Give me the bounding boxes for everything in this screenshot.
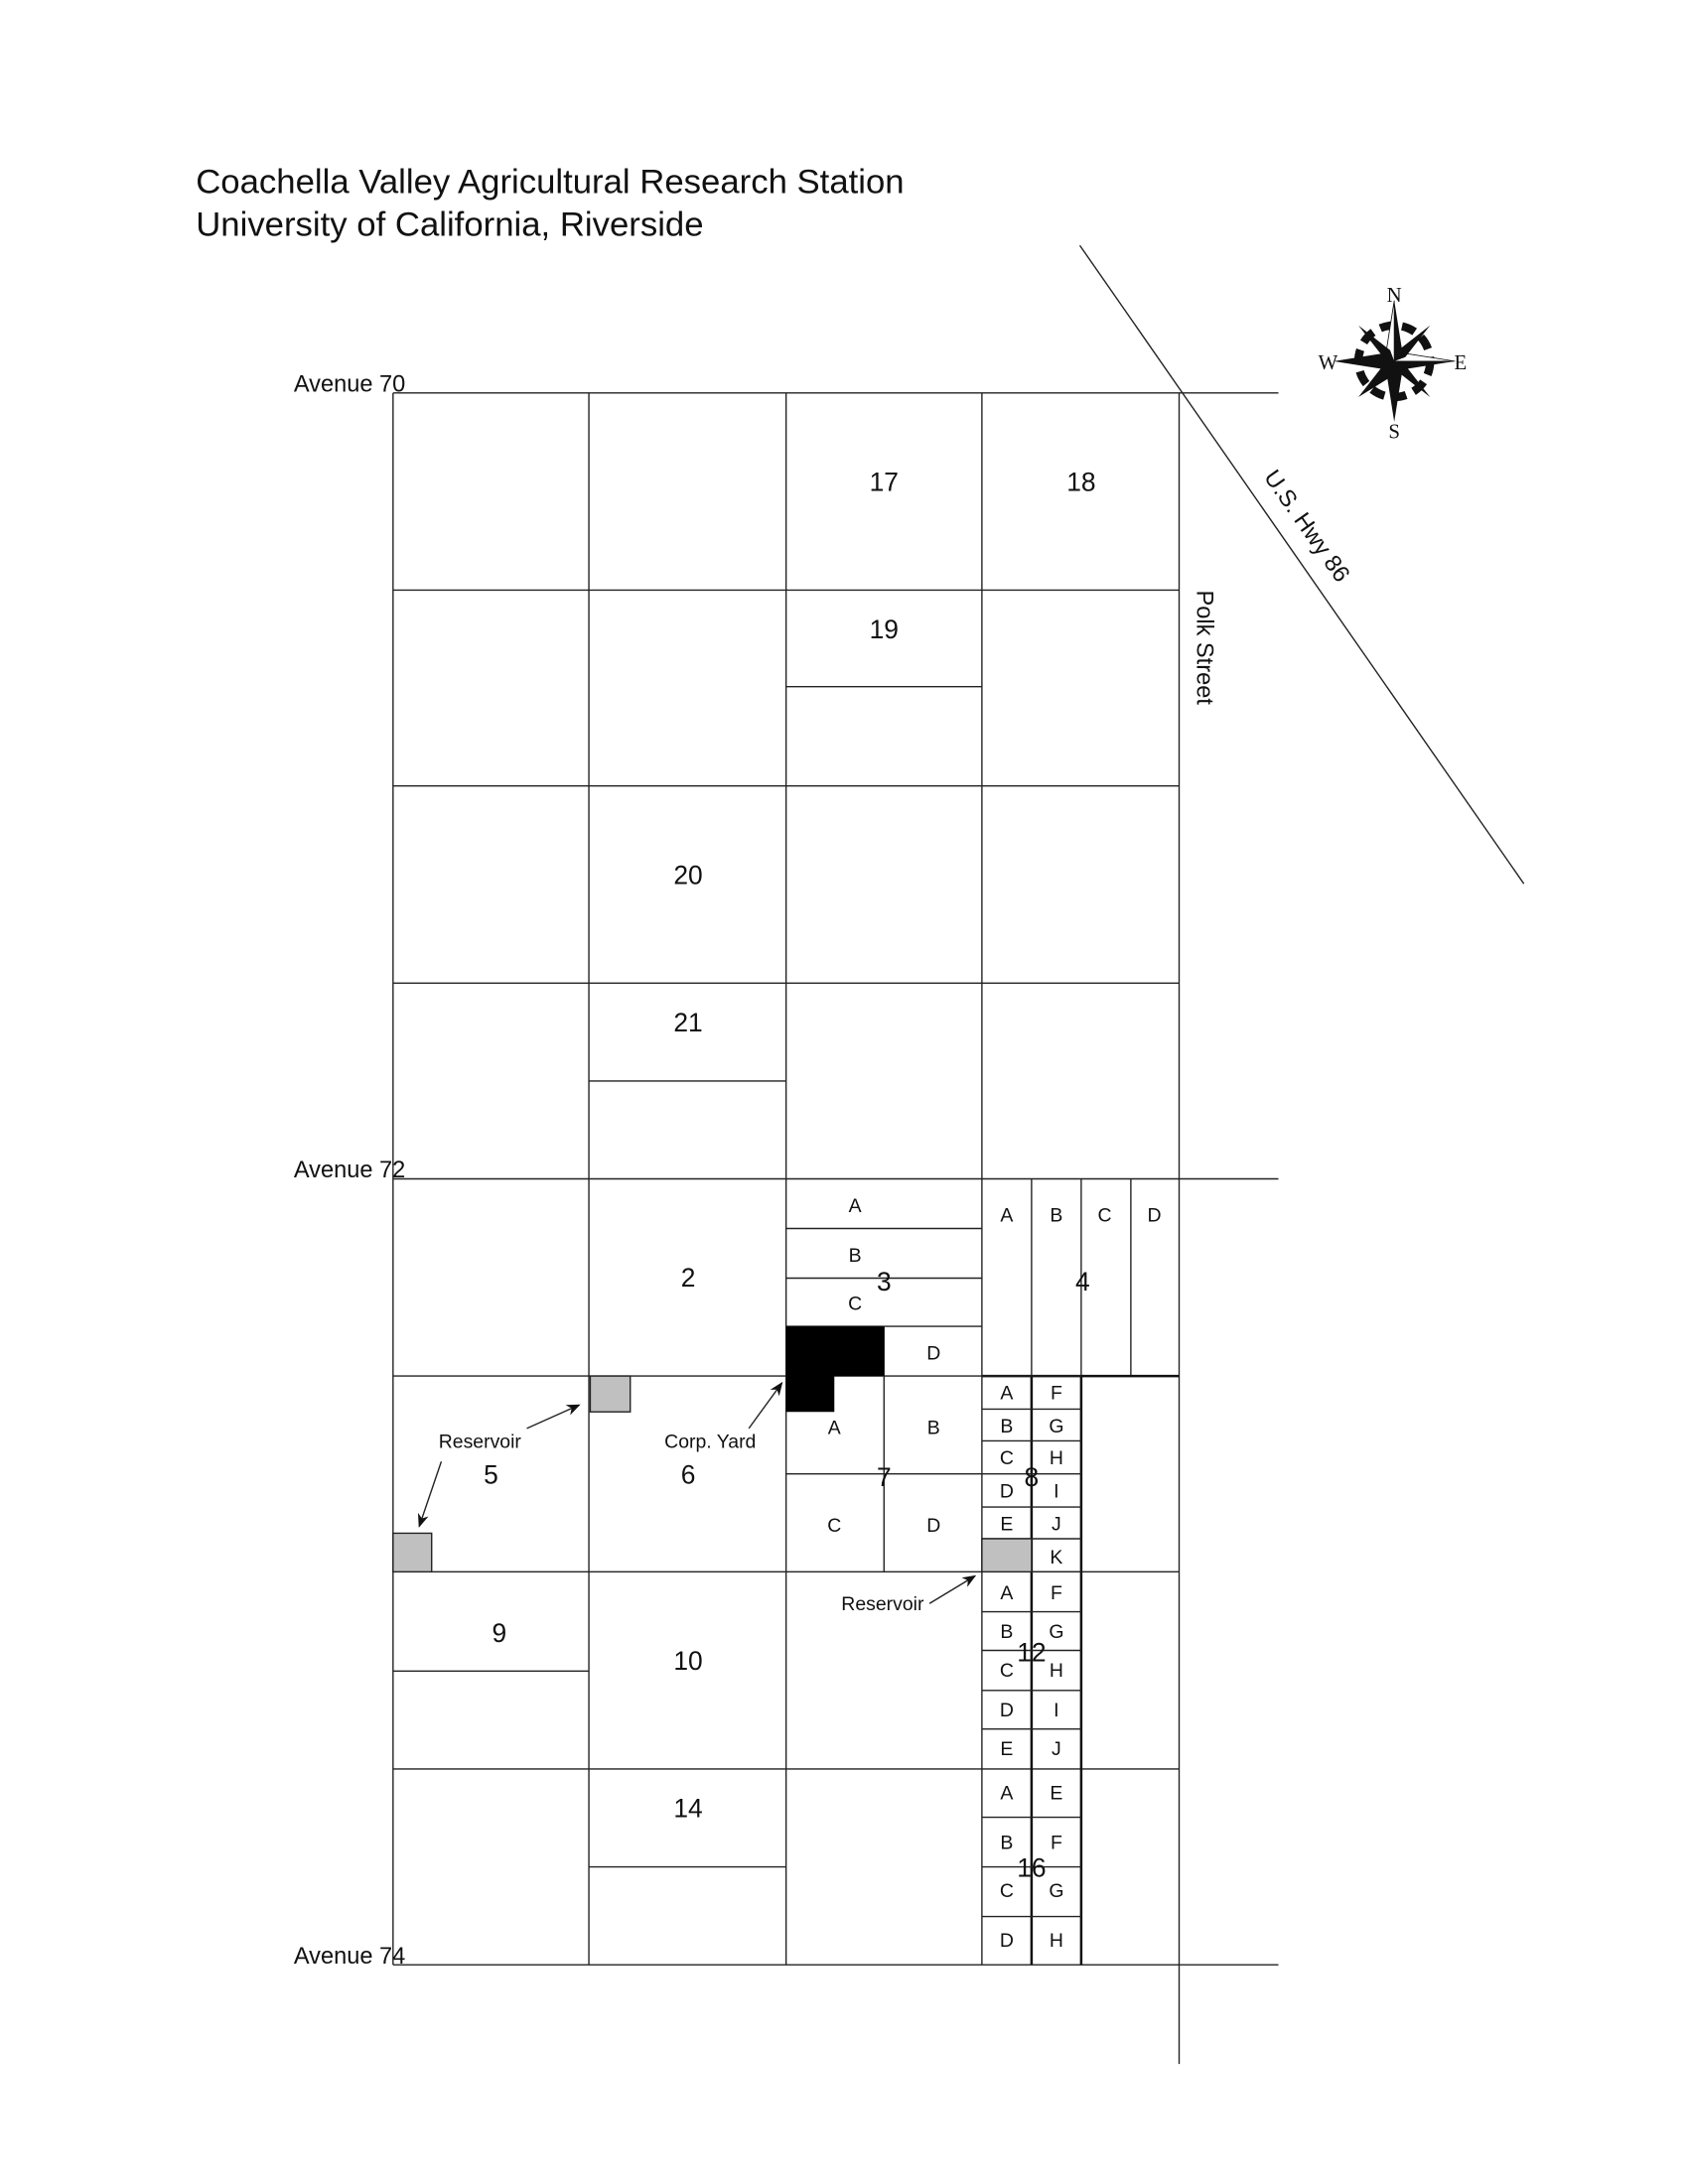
subplot-12-label: B bbox=[1000, 1621, 1013, 1643]
field-17: 17 bbox=[870, 467, 899, 496]
subplot-4-label: B bbox=[1050, 1205, 1062, 1227]
subplot-16-label: D bbox=[1000, 1930, 1014, 1952]
field-5: 5 bbox=[484, 1459, 498, 1489]
subplot-12-label: D bbox=[1000, 1700, 1014, 1721]
field-20: 20 bbox=[673, 860, 702, 889]
subplot-7-label: A bbox=[828, 1417, 841, 1438]
subplot-3-label: D bbox=[926, 1342, 940, 1364]
subplot-8-label: G bbox=[1049, 1416, 1063, 1437]
avenue-70-label: Avenue 70 bbox=[294, 371, 405, 397]
subplot-4-label: D bbox=[1147, 1205, 1161, 1227]
subplot-8-label: H bbox=[1050, 1447, 1063, 1469]
field-12: 12 bbox=[1017, 1638, 1046, 1668]
subplot-12-label: G bbox=[1049, 1621, 1063, 1643]
subplot-12-label: I bbox=[1054, 1700, 1058, 1721]
field-10: 10 bbox=[673, 1646, 702, 1676]
reservoir-label-1: Reservoir bbox=[439, 1431, 522, 1452]
polk-street-label: Polk Street bbox=[1192, 590, 1217, 705]
compass-w: W bbox=[1319, 350, 1338, 374]
subplot-8-label: A bbox=[1000, 1383, 1013, 1405]
subplot-12-label: F bbox=[1051, 1582, 1062, 1604]
hwy-86-label: U.S. Hwy 86 bbox=[1258, 466, 1354, 587]
field-6: 6 bbox=[681, 1459, 696, 1489]
field-9: 9 bbox=[492, 1618, 506, 1648]
compass-e: E bbox=[1454, 350, 1467, 374]
field-2: 2 bbox=[681, 1263, 696, 1293]
field-21: 21 bbox=[673, 1008, 702, 1037]
subplot-8-label: I bbox=[1054, 1480, 1058, 1502]
map-subtitle: University of California, Riverside bbox=[196, 205, 703, 243]
subplot-12-label: E bbox=[1000, 1738, 1013, 1760]
field-4: 4 bbox=[1075, 1267, 1090, 1297]
reservoir-label-2: Reservoir bbox=[841, 1593, 924, 1615]
subplot-16-label: B bbox=[1000, 1833, 1013, 1854]
hwy-86-line bbox=[1078, 244, 1525, 885]
reservoir-area-3 bbox=[981, 1538, 1033, 1573]
subplot-12-label: H bbox=[1050, 1660, 1063, 1682]
subplot-16-label: C bbox=[1000, 1880, 1014, 1902]
field-7: 7 bbox=[877, 1462, 892, 1492]
avenue-74-label: Avenue 74 bbox=[294, 1944, 405, 1970]
subplot-12-label: J bbox=[1052, 1738, 1061, 1760]
subplot-12-label: C bbox=[1000, 1660, 1014, 1682]
subplot-8-label: C bbox=[1000, 1447, 1014, 1469]
subplot-16-label: H bbox=[1050, 1930, 1063, 1952]
subplot-4-label: C bbox=[1097, 1205, 1111, 1227]
subplot-16-label: F bbox=[1051, 1833, 1062, 1854]
compass-s: S bbox=[1388, 420, 1400, 444]
subplot-8-label: E bbox=[1000, 1514, 1013, 1536]
subplot-7-label: C bbox=[827, 1515, 841, 1537]
subplot-7-label: D bbox=[926, 1515, 940, 1537]
corp-yard-area bbox=[785, 1326, 885, 1413]
map-title: Coachella Valley Agricultural Research S… bbox=[196, 163, 904, 201]
compass-rose-icon: N S W E bbox=[1319, 283, 1468, 444]
subplot-8-label: D bbox=[1000, 1480, 1014, 1502]
avenue-72-label: Avenue 72 bbox=[294, 1158, 405, 1183]
subplot-12-label: A bbox=[1000, 1582, 1013, 1604]
subplot-16-label: A bbox=[1000, 1783, 1013, 1805]
field-3: 3 bbox=[877, 1267, 892, 1297]
compass-n: N bbox=[1387, 283, 1402, 307]
subplot-4-label: A bbox=[1000, 1205, 1013, 1227]
reservoir-area-1 bbox=[589, 1375, 632, 1413]
subplot-7-label: B bbox=[927, 1417, 940, 1438]
field-19: 19 bbox=[870, 614, 899, 644]
corp-yard-label: Corp. Yard bbox=[664, 1431, 756, 1452]
field-18: 18 bbox=[1066, 467, 1095, 496]
subplot-3-label: A bbox=[849, 1195, 862, 1217]
subplot-8-label: B bbox=[1000, 1416, 1013, 1437]
field-grid bbox=[392, 392, 1279, 2065]
subplot-3-label: B bbox=[849, 1245, 862, 1267]
reservoir-area-2 bbox=[392, 1532, 433, 1573]
subplot-8-label: K bbox=[1050, 1547, 1062, 1569]
field-8: 8 bbox=[1025, 1462, 1040, 1492]
subplot-3-label: C bbox=[848, 1293, 862, 1314]
subplot-8-label: F bbox=[1051, 1383, 1062, 1405]
subplot-8-label: J bbox=[1052, 1514, 1061, 1536]
subplot-16-label: G bbox=[1049, 1880, 1063, 1902]
subplot-16-label: E bbox=[1050, 1783, 1062, 1805]
field-16: 16 bbox=[1017, 1852, 1046, 1882]
field-14: 14 bbox=[673, 1794, 702, 1824]
